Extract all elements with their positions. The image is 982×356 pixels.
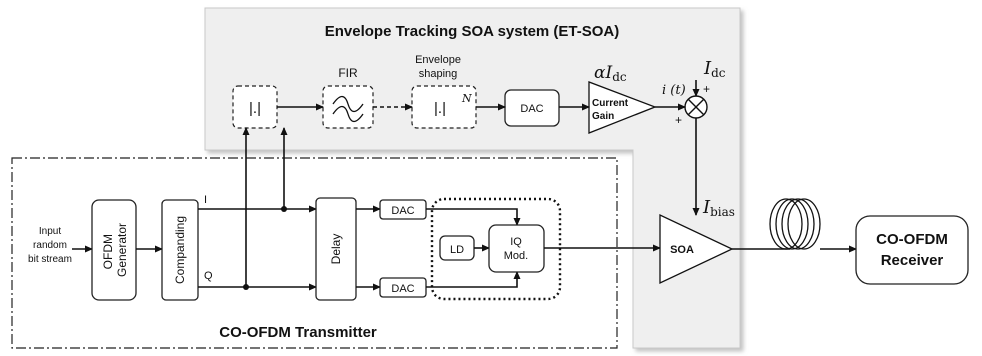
envelope-block-label: |.|: [434, 100, 446, 117]
et-soa-title: Envelope Tracking SOA system (ET-SOA): [325, 23, 620, 40]
fiber-coil-icon: [769, 198, 821, 250]
junction-i: [281, 206, 287, 212]
delay-label: Delay: [329, 234, 343, 265]
soa-label: SOA: [670, 244, 694, 256]
et-soa-region: [204, 7, 741, 349]
tx-dac-bottom-label: DAC: [391, 283, 414, 295]
plus-top: +: [703, 82, 710, 96]
lowpass-filter-icon: [332, 95, 364, 123]
alpha-idc-label: αIdc: [594, 63, 627, 84]
current-gain-line2: Gain: [592, 111, 614, 122]
junction-q: [243, 284, 249, 290]
ibias-label: Ibias: [702, 197, 735, 219]
iq-modulator-region: [430, 197, 562, 301]
tx-dac-top-label: DAC: [391, 205, 414, 217]
transmitter-title: CO-OFDM Transmitter: [219, 324, 377, 341]
it-label: i (t): [662, 83, 686, 98]
ofdm-generator-label: OFDM Generator: [101, 223, 129, 277]
i-label: I: [204, 194, 207, 206]
envelope-label-line2: shaping: [419, 68, 458, 80]
receiver-block: [855, 215, 969, 285]
input-line3: bit stream: [28, 254, 72, 265]
receiver-line1: CO-OFDM: [876, 231, 948, 248]
envelope-exponent: N: [461, 92, 472, 105]
receiver-line2: Receiver: [881, 252, 944, 269]
soa-amplifier: [659, 213, 734, 285]
idc-label: Idc: [703, 58, 726, 80]
envelope-label-line1: Envelope: [415, 54, 461, 66]
iq-line2: Mod.: [504, 250, 528, 262]
ld-label: LD: [450, 244, 464, 256]
companding-label: Companding: [173, 216, 187, 284]
input-line2: random: [33, 240, 67, 251]
et-dac-label: DAC: [520, 103, 543, 115]
input-line1: Input: [39, 226, 61, 237]
fir-filter-block: [322, 85, 374, 129]
abs-block-label: |.|: [249, 100, 261, 117]
iq-line1: IQ: [510, 236, 522, 248]
transmitter-region: [11, 157, 618, 349]
ofdm-generator-block: [91, 199, 137, 301]
current-gain-line1: Current: [592, 98, 629, 109]
delay-block: [315, 197, 357, 301]
iq-modulator-block: [488, 224, 545, 273]
fir-label: FIR: [338, 66, 358, 80]
companding-block: [161, 199, 199, 301]
plus-left: +: [675, 113, 682, 127]
q-label: Q: [204, 270, 213, 282]
